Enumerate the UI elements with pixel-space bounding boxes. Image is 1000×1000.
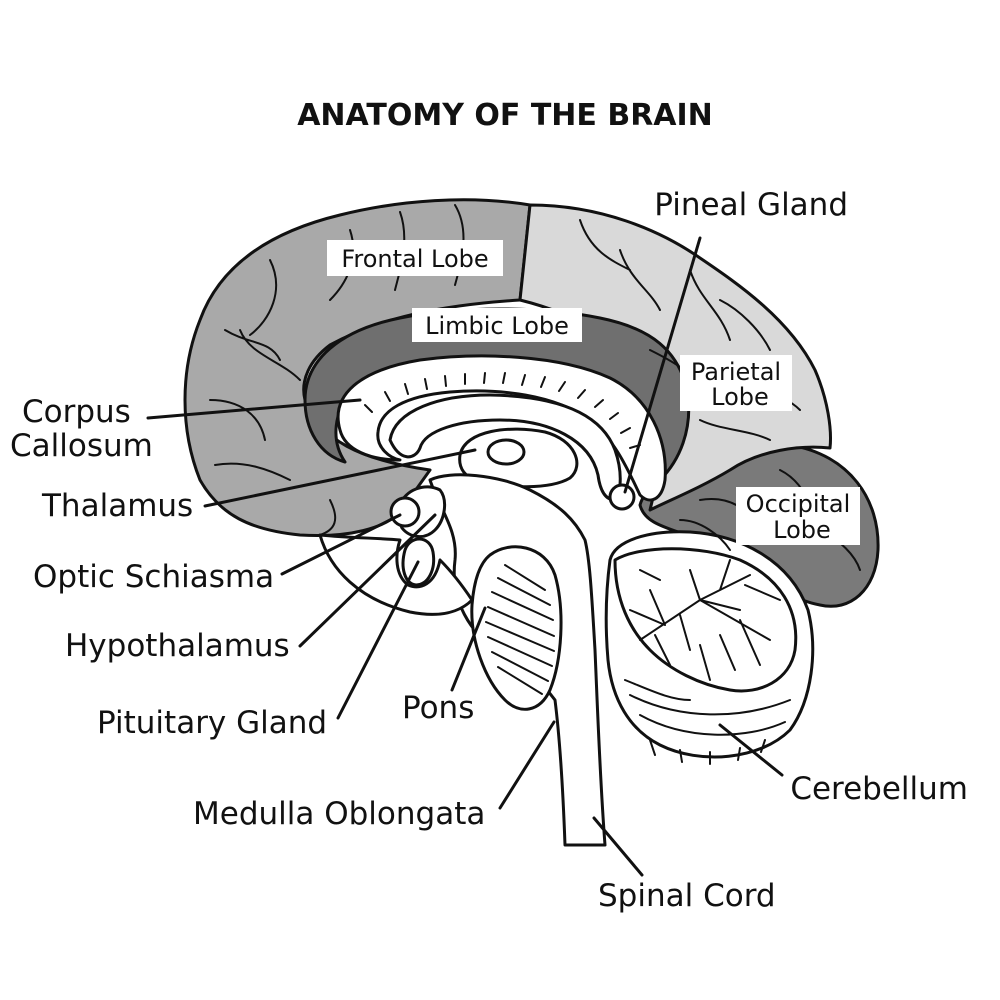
svg-text:Occipital: Occipital [746,490,851,518]
leader-pineal [623,236,702,494]
pons-striations [485,564,555,695]
cerebellum-folia [624,679,791,765]
label-hypothalamus: Hypothalamus [65,628,290,664]
svg-text:Parietal: Parietal [691,358,781,386]
leader-cerebellum [718,723,784,777]
label-pons: Pons [402,690,474,726]
svg-text:Lobe: Lobe [711,383,769,411]
arbor-vitae-branches [629,559,781,681]
leader-spinal [592,816,644,877]
leader-medulla [498,720,556,810]
label-thalamus: Thalamus [41,488,193,524]
leader-corpus [146,398,362,420]
label-spinal-cord: Spinal Cord [598,878,776,914]
leader-pituitary [336,560,420,720]
diagram-title: ANATOMY OF THE BRAIN [297,98,713,133]
leader-optic [280,513,402,576]
frontal-lobe [183,198,532,538]
leader-thalamus [203,448,477,508]
label-callosum: Callosum [10,428,153,464]
leader-pons [450,606,487,692]
corpus-callosum-ridges [364,372,641,449]
arbor-vitae [613,547,798,693]
region-label-frontal: Frontal Lobe [327,240,503,276]
svg-text:Lobe: Lobe [773,516,831,544]
svg-text:Limbic Lobe: Limbic Lobe [425,312,569,340]
pons-shape [470,545,563,711]
label-medulla-oblongata: Medulla Oblongata [193,796,485,832]
label-pineal-gland: Pineal Gland [654,187,848,223]
region-label-parietal: Parietal Lobe [680,355,792,411]
label-corpus: Corpus [22,394,131,430]
temporal-base [318,533,474,616]
region-label-occipital: Occipital Lobe [736,487,860,545]
label-cerebellum: Cerebellum [790,771,968,807]
fornix [388,393,622,502]
label-optic-schiasma: Optic Schiasma [33,559,274,595]
leader-hypothalamus [298,513,437,648]
label-pituitary-gland: Pituitary Gland [97,705,327,741]
optic-chiasm-shape [389,496,421,528]
region-label-limbic: Limbic Lobe [412,308,582,342]
pineal-gland-shape [608,483,636,511]
svg-text:Frontal Lobe: Frontal Lobe [341,245,488,273]
thalamus-nucleus [486,438,526,466]
